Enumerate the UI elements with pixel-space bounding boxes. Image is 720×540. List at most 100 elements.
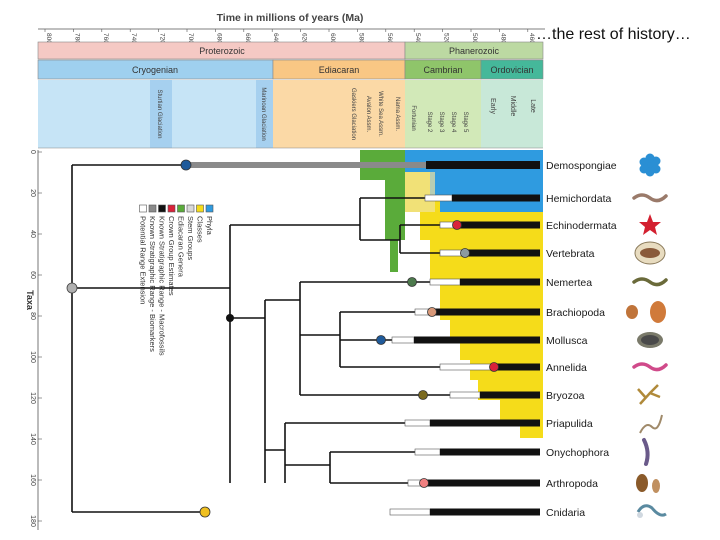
macrofossil-range (432, 308, 540, 316)
eon-phanerozoic-box (404, 41, 544, 60)
eon-proterozoic-label: Proterozoic (199, 46, 245, 56)
time-tick-label: 460 (528, 33, 535, 44)
event-sturtian: Sturtian Glaciation (156, 89, 162, 138)
macrofossil-range (414, 336, 540, 344)
time-tick-label: 500 (471, 33, 478, 44)
legend-label: Stem Groups (186, 216, 195, 260)
time-tick-label: 720 (159, 33, 166, 44)
classes-stair-region (405, 172, 543, 438)
time-tick-label: 660 (244, 33, 251, 44)
time-tick-label: 520 (443, 33, 450, 44)
period-ediacaran-label: Ediacaran (319, 65, 360, 75)
jellyfish-icon (636, 504, 667, 518)
ediacaran-genera-column (385, 180, 405, 240)
taxa-tick-label: 160 (29, 474, 36, 486)
node-vertebrata (460, 248, 470, 258)
node-root-estimate (66, 282, 78, 294)
time-tick-label: 540 (414, 33, 421, 44)
time-tick-label: 620 (301, 33, 308, 44)
potential-range-extension (449, 391, 481, 399)
legend-label: Ediacaran Genera (177, 216, 186, 278)
taxa-labels: DemospongiaeHemichordataEchinodermataVer… (546, 153, 668, 519)
slide-caption: …the rest of history… (536, 26, 691, 43)
legend-label: Classes (196, 216, 205, 243)
event-middle: Middle (509, 96, 516, 117)
taxa-tick-label: 80 (29, 312, 36, 320)
period-cambrian-label: Cambrian (423, 65, 462, 75)
taxon-label: Mollusca (546, 335, 588, 347)
legend-swatch (139, 204, 147, 213)
taxon-label: Brachiopoda (546, 307, 605, 319)
legend-swatch (167, 204, 176, 213)
node-echinodermata (452, 220, 462, 230)
demospongiae-biomarker-range (186, 162, 426, 168)
potential-range-extension (391, 336, 415, 344)
sponge-icon (639, 153, 661, 177)
chiton-icon (637, 332, 663, 348)
node-cnidaria (199, 506, 211, 518)
macrofossil-range (440, 448, 540, 456)
taxa-tick-label: 20 (29, 189, 36, 197)
brachiopod-icon (626, 301, 666, 323)
node-mollusca (376, 335, 386, 345)
taxa-tick-label: 40 (29, 230, 36, 238)
annelid-icon (632, 362, 668, 372)
time-tick-label: 800 (45, 33, 52, 44)
time-tick-label: 760 (102, 33, 109, 44)
macrofossil-range (430, 508, 540, 516)
taxa-axis-title: Taxa (25, 290, 35, 311)
potential-range-extension (439, 363, 495, 371)
marinoan-glaciation-band (256, 80, 273, 148)
acorn-worm-icon (632, 193, 668, 203)
potential-range-extension (389, 508, 431, 516)
time-axis-title: Time in millions of years (Ma) (217, 12, 364, 24)
macrofossil-range (424, 479, 540, 487)
node-bilateria (226, 314, 234, 322)
taxon-label: Bryozoa (546, 390, 585, 402)
macrofossil-range (458, 221, 540, 229)
taxon-label: Vertebrata (546, 248, 595, 260)
event-gaskiers: Gaskiers Glaciation (350, 88, 356, 140)
macrofossil-range (494, 363, 540, 371)
time-tick-label: 560 (386, 33, 393, 44)
fish-fossil-icon (634, 241, 666, 265)
event-late: Late (529, 99, 536, 113)
event-stage-3: Stage 3 (438, 112, 444, 133)
time-tick-label: 780 (73, 33, 80, 44)
event-marinoan: Marinoan Glaciation (260, 87, 266, 140)
taxon-label: Echinodermata (546, 220, 617, 232)
event-stage-5: Stage 5 (462, 112, 468, 133)
taxon-label: Arthropoda (546, 478, 598, 490)
node-annelida (489, 362, 499, 372)
potential-range-extension (429, 278, 461, 286)
taxa-tick-label: 0 (29, 150, 36, 154)
legend-label: Crown Group Estimates (167, 216, 176, 296)
range-bars (389, 194, 540, 516)
classes-stair-lower (405, 212, 484, 400)
taxa-tick-label: 120 (29, 392, 36, 404)
time-tick-label: 640 (272, 33, 279, 44)
macrofossil-range (430, 419, 540, 427)
starfish-icon (639, 214, 661, 235)
macrofossil-range (452, 194, 540, 202)
legend-swatch (196, 204, 204, 213)
priapulid-icon (639, 414, 663, 434)
eon-phanerozoic-label: Phanerozoic (449, 46, 500, 56)
period-ordovician-box (480, 59, 544, 80)
trilobite-icon (636, 474, 660, 493)
legend-label: Potential Range Extension (139, 216, 148, 304)
event-fortunian: Fortunian (410, 105, 416, 130)
legend-label: Known Stratigraphic Range - Macrofossils (158, 216, 167, 356)
potential-range-extension (404, 419, 431, 427)
legend-label: Known Stratigraphic Range - Biomarkers (148, 216, 157, 352)
node-brachiopoda (427, 307, 437, 317)
time-tick-label: 580 (357, 33, 364, 44)
event-white-sea: White Sea Assm. (377, 91, 383, 137)
demospongiae-macrofossil-range (426, 161, 540, 169)
velvet-worm-icon (642, 438, 650, 466)
legend-swatch (205, 204, 214, 213)
macrofossil-range (480, 391, 540, 399)
